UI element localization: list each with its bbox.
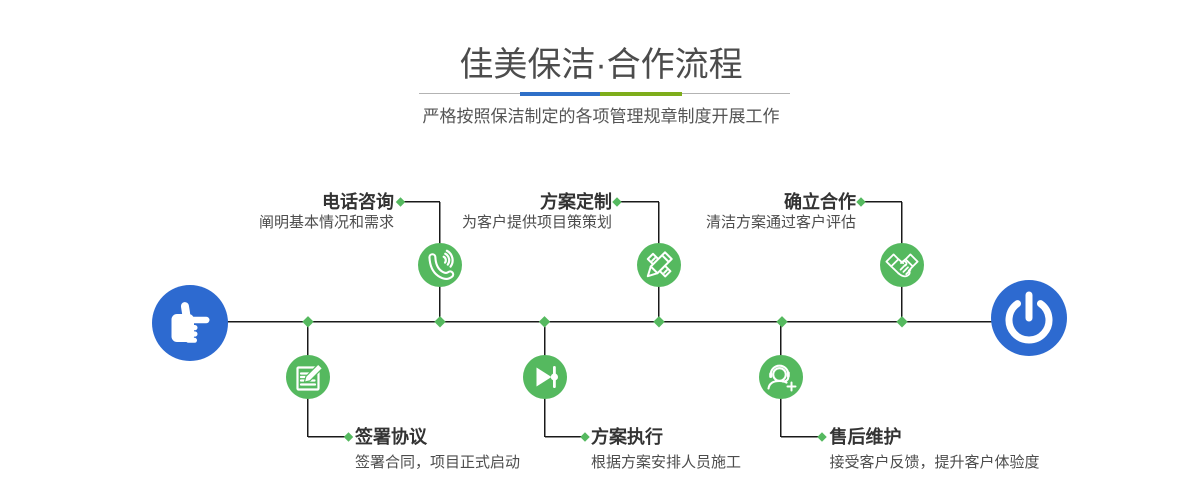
step-desc: 签署合同，项目正式启动 — [355, 453, 521, 471]
step-title: 确立合作 — [784, 191, 856, 212]
hand-point-right-icon — [171, 302, 210, 343]
label-diamond — [612, 197, 622, 207]
phone-icon — [428, 249, 455, 280]
step-desc: 根据方案安排人员施工 — [591, 453, 742, 471]
step-node-phone — [418, 242, 462, 287]
step-title: 签署协议 — [355, 426, 427, 447]
timeline-diamond — [653, 316, 665, 328]
step-title: 售后维护 — [829, 426, 902, 447]
step-node-plan — [637, 243, 681, 287]
timeline-diamond — [776, 316, 788, 328]
power-icon — [1005, 291, 1053, 344]
step-desc: 接受客户反馈，提升客户体验度 — [829, 453, 1040, 471]
start-node — [152, 285, 228, 361]
headset-agent-icon — [767, 364, 797, 392]
timeline-diamond — [538, 316, 551, 328]
step-label-cooperate: 确立合作 清洁方案通过客户评估 — [706, 190, 856, 234]
step-node-cooperate — [880, 243, 924, 287]
step-node-aftersale — [759, 355, 803, 399]
step-title: 方案执行 — [591, 426, 663, 447]
step-node-execute — [523, 355, 567, 399]
page-title: 佳美保洁·合作流程 — [459, 46, 743, 84]
step-title: 电话咨询 — [322, 191, 394, 212]
page-subtitle: 严格按照保洁制定的各项管理规章制度开展工作 — [422, 107, 780, 126]
title-divider — [419, 91, 790, 96]
divider-green-segment — [600, 91, 682, 96]
label-diamond — [580, 432, 590, 442]
step-label-sign: 签署协议 签署合同，项目正式启动 — [355, 425, 520, 473]
step-desc: 清洁方案通过客户评估 — [705, 214, 856, 231]
step-node-sign — [286, 355, 330, 399]
label-diamond — [817, 432, 827, 442]
label-diamond — [856, 197, 866, 207]
timeline-diamond — [896, 316, 908, 328]
play-next-icon — [536, 366, 558, 388]
step-label-plan: 方案定制 为客户提供项目策策划 — [462, 190, 612, 234]
end-node — [991, 280, 1067, 356]
step-title: 方案定制 — [540, 191, 612, 212]
handshake-icon — [885, 253, 919, 278]
step-label-execute: 方案执行 根据方案安排人员施工 — [591, 425, 741, 473]
step-label-phone: 电话咨询 阐明基本情况和需求 — [259, 190, 394, 234]
step-label-aftersale: 售后维护 接受客户反馈，提升客户体验度 — [830, 425, 1040, 473]
timeline-diamond — [434, 316, 446, 328]
step-desc: 阐明基本情况和需求 — [258, 214, 394, 231]
label-diamond — [395, 197, 406, 207]
divider-blue-segment — [520, 91, 600, 96]
pencil-ruler-icon — [646, 251, 673, 278]
timeline-diamond — [302, 316, 314, 328]
document-pen-icon — [296, 363, 323, 391]
step-desc: 为客户提供项目策策划 — [461, 214, 612, 231]
label-diamond — [343, 432, 354, 442]
